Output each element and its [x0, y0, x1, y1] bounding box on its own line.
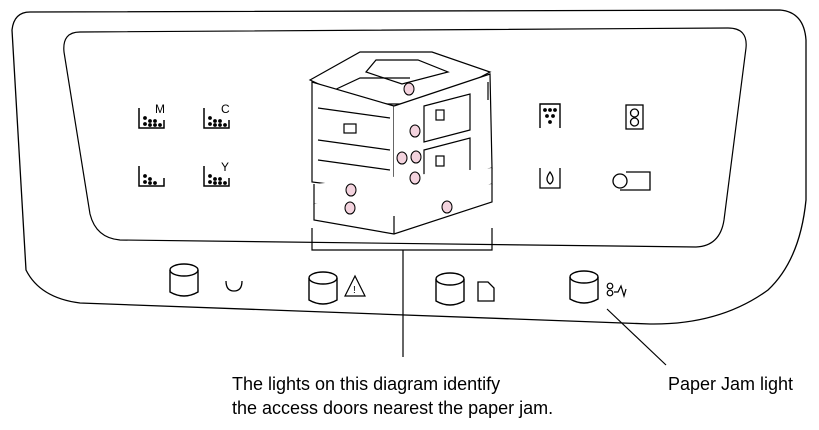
door-light-tray-3	[441, 200, 453, 214]
printer-illustration	[308, 51, 493, 235]
paper-jam-icon	[606, 282, 627, 299]
drum-icon	[539, 103, 561, 128]
toner-yellow-icon: Y	[203, 160, 230, 187]
door-light-tray-1	[345, 183, 357, 197]
power-button[interactable]	[169, 263, 199, 297]
paper-jam-caption: Paper Jam light	[668, 374, 794, 394]
panel-outer-outline	[11, 9, 807, 325]
toner-black-icon	[138, 166, 165, 187]
toner-cyan-label: C	[221, 102, 230, 116]
attention-icon: !	[344, 274, 366, 297]
attention-button[interactable]	[308, 271, 338, 305]
panel-display-window	[63, 27, 747, 248]
door-lights-caption: The lights on this diagram identify the …	[232, 372, 553, 420]
toner-yellow-label: Y	[221, 160, 229, 174]
door-lights	[344, 82, 453, 215]
toner-magenta-icon: M	[138, 102, 165, 129]
paper-icon	[477, 281, 495, 302]
door-light-right-mid	[410, 150, 422, 164]
door-light-tray-2	[344, 201, 356, 215]
printer-bracket	[311, 228, 493, 251]
fuser-icon	[625, 104, 644, 130]
svg-text:!: !	[353, 285, 356, 296]
door-light-right-upper	[409, 124, 421, 138]
door-light-right-lower	[409, 171, 421, 185]
toner-magenta-label: M	[155, 102, 165, 116]
transfer-roller-icon	[612, 171, 651, 191]
paper-jam-button[interactable]	[569, 270, 599, 304]
waste-toner-icon	[539, 168, 561, 189]
jam-leader-line	[606, 308, 667, 366]
door-lights-caption-line2: the access doors nearest the paper jam.	[232, 398, 554, 418]
door-light-left	[396, 151, 408, 165]
paper-button[interactable]	[435, 272, 465, 306]
door-lights-caption-line1: The lights on this diagram identify	[232, 374, 501, 394]
door-light-top	[403, 82, 415, 96]
toner-cyan-icon: C	[203, 102, 230, 129]
power-icon	[225, 280, 243, 292]
